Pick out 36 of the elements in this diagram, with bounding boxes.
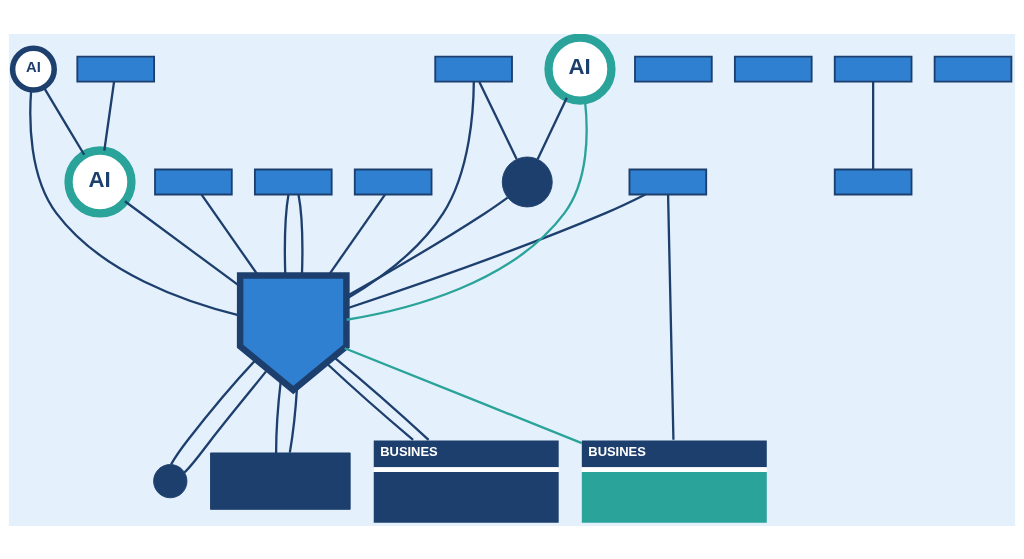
connector bbox=[872, 81, 875, 169]
connector bbox=[170, 358, 257, 465]
connector bbox=[42, 86, 86, 155]
connector bbox=[283, 193, 290, 275]
connector bbox=[297, 193, 304, 275]
node-shield bbox=[236, 271, 350, 394]
node-box bbox=[933, 55, 1013, 83]
connector bbox=[346, 81, 475, 300]
node-box bbox=[210, 452, 351, 510]
node-box bbox=[833, 55, 913, 83]
connector bbox=[327, 193, 386, 276]
connector bbox=[103, 81, 116, 151]
connector bbox=[183, 368, 269, 473]
node-circle: AI bbox=[544, 33, 616, 105]
connector bbox=[666, 194, 675, 440]
connector bbox=[346, 192, 646, 310]
connector bbox=[200, 193, 259, 276]
node-box bbox=[76, 55, 156, 83]
connector bbox=[325, 361, 414, 441]
node-box bbox=[634, 55, 713, 83]
node-box bbox=[353, 168, 433, 195]
node-circle bbox=[153, 463, 188, 498]
connector bbox=[274, 379, 282, 453]
connector bbox=[344, 346, 583, 444]
connector bbox=[333, 355, 430, 441]
node-box bbox=[434, 55, 513, 83]
connector bbox=[536, 96, 568, 160]
node-box bbox=[733, 55, 813, 83]
connector bbox=[478, 80, 518, 159]
node-box bbox=[833, 168, 913, 195]
node-circle: AI bbox=[9, 45, 57, 93]
node-box bbox=[628, 168, 708, 195]
node-box bbox=[253, 168, 333, 195]
node-box bbox=[154, 168, 233, 195]
node-circle: AI bbox=[64, 145, 136, 218]
node-circle bbox=[501, 156, 553, 207]
